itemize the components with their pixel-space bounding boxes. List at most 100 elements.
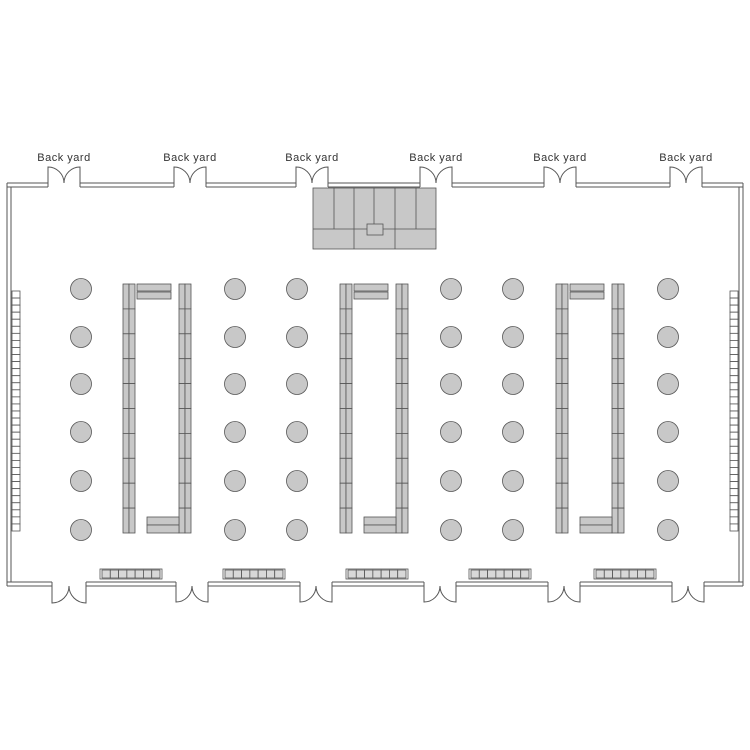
banquet-set-2-left-column-segment: [555, 333, 563, 360]
left-rack-slot: [11, 361, 21, 370]
round-table-3-5: [440, 519, 462, 541]
banquet-tables: [122, 283, 625, 534]
right-rack-slot: [729, 290, 739, 299]
round-table-4-0: [502, 278, 524, 300]
banquet-set-1-left-column-segment: [339, 283, 347, 310]
left-rack-slot: [11, 304, 21, 313]
banquet-set-0-left-column-segment: [122, 432, 130, 459]
banquet-set-0-left-column-segment: [122, 283, 130, 310]
right-rack-slot: [729, 325, 739, 334]
banquet-set-2-left-column-segment: [561, 358, 569, 385]
banquet-set-1-right-column-segment: [395, 333, 403, 360]
round-table-3-0: [440, 278, 462, 300]
cabinet-1-drawer: [257, 569, 267, 579]
cabinet-4-drawer: [637, 569, 647, 579]
banquet-set-0-right-column-segment: [178, 333, 186, 360]
bottom-door-1-right-leaf: [191, 585, 209, 603]
right-rack-slot: [729, 509, 739, 518]
banquet-set-0-right-column-segment: [178, 482, 186, 509]
left-rack-slot: [11, 347, 21, 355]
banquet-set-1-left-column-segment: [339, 383, 347, 409]
right-rack-slot: [729, 481, 739, 490]
banquet-set-2-left-column-segment: [561, 308, 569, 335]
right-rack-slot: [729, 460, 739, 468]
cabinet-4-drawer: [603, 569, 613, 579]
round-table-5-1: [657, 326, 679, 348]
left-rack-slot: [11, 488, 21, 497]
banquet-set-1-bottom-bar: [363, 524, 397, 534]
banquet-set-2-top-bar: [569, 283, 605, 292]
round-table-2-4: [286, 470, 308, 492]
right-rack-slot: [729, 516, 739, 525]
right-rack-slot: [729, 467, 739, 475]
banquet-set-1-left-column-segment: [339, 408, 347, 434]
banquet-set-2-right-column-segment: [617, 507, 625, 534]
banquet-set-0-right-column-segment: [178, 408, 186, 434]
left-rack-slot: [11, 516, 21, 525]
right-rack-slot: [729, 347, 739, 355]
cabinet-1-drawer: [266, 569, 276, 579]
banquet-set-2-right-column-segment: [617, 333, 625, 360]
banquet-set-1-left-column-segment: [345, 283, 353, 310]
banquet-set-2-left-column-segment: [555, 432, 563, 459]
banquet-set-0-left-column-segment: [122, 308, 130, 335]
bottom-door-3-left-leaf: [423, 585, 441, 603]
left-rack-slot: [11, 403, 21, 412]
banquet-set-2-left-column-segment: [555, 457, 563, 484]
banquet-set-0-left-column-segment: [128, 358, 136, 385]
doors: [47, 166, 705, 604]
bottom-door-5-right-leaf: [687, 585, 705, 603]
banquet-set-0-left-column-segment: [128, 482, 136, 509]
round-table-0-3: [70, 421, 92, 443]
banquet-set-0-right-column-segment: [178, 358, 186, 385]
back-yard-label: Back yard: [409, 152, 463, 164]
right-rack-slot: [729, 361, 739, 370]
round-table-2-3: [286, 421, 308, 443]
banquet-set-0-left-column-segment: [122, 408, 130, 434]
cabinet-2-drawer: [397, 569, 407, 579]
cabinet-0-drawer: [109, 569, 119, 579]
left-rack-slot: [11, 332, 21, 341]
banquet-set-1-bottom-bar: [363, 516, 397, 526]
banquet-set-1-right-column-segment: [401, 383, 409, 409]
round-table-5-4: [657, 470, 679, 492]
banquet-set-1-left-column-segment: [339, 333, 347, 360]
banquet-set-2-left-column-segment: [555, 358, 563, 385]
banquet-set-2-right-column-segment: [617, 482, 625, 509]
banquet-set-2-right-column-segment: [611, 408, 619, 434]
left-rack-slot: [11, 417, 21, 426]
banquet-set-2-right-column-segment: [617, 358, 625, 385]
banquet-set-0-left-column-segment: [122, 507, 130, 534]
round-table-4-5: [502, 519, 524, 541]
banquet-set-2-bottom-bar: [579, 524, 613, 534]
banquet-set-1-right-column-segment: [401, 432, 409, 459]
right-rack-slot: [729, 488, 739, 497]
right-rack-slot: [729, 431, 739, 440]
cabinet-2-drawer: [380, 569, 390, 579]
cabinet-2-drawer: [372, 569, 382, 579]
banquet-set-2-left-column-segment: [561, 383, 569, 409]
cabinet-3-drawer: [495, 569, 505, 579]
banquet-set-0-right-column-segment: [184, 432, 192, 459]
banquet-set-0-right-column-segment: [184, 358, 192, 385]
cabinet-4-drawer: [628, 569, 638, 579]
banquet-set-1-left-column-segment: [339, 358, 347, 385]
banquet-set-1-left-column-segment: [345, 408, 353, 434]
cabinet-3-drawer: [470, 569, 480, 579]
banquet-set-0-right-column-segment: [184, 482, 192, 509]
banquet-set-0-left-column-segment: [128, 457, 136, 484]
bottom-cabinets: [99, 568, 657, 580]
cabinet-4-drawer: [620, 569, 630, 579]
cabinet-1-drawer: [241, 569, 251, 579]
round-table-0-1: [70, 326, 92, 348]
bottom-door-5-left-leaf: [671, 585, 689, 603]
walls: [6, 182, 744, 587]
top-door-0-left-leaf: [47, 166, 65, 184]
cabinet-3-drawer: [520, 569, 530, 579]
banquet-set-0-left-column-segment: [128, 507, 136, 534]
banquet-set-0-right-column-segment: [184, 408, 192, 434]
banquet-set-2-right-column-segment: [611, 383, 619, 409]
banquet-set-0-left-column-segment: [128, 283, 136, 310]
cabinet-1-drawer: [232, 569, 242, 579]
banquet-set-2-left-column-segment: [555, 383, 563, 409]
